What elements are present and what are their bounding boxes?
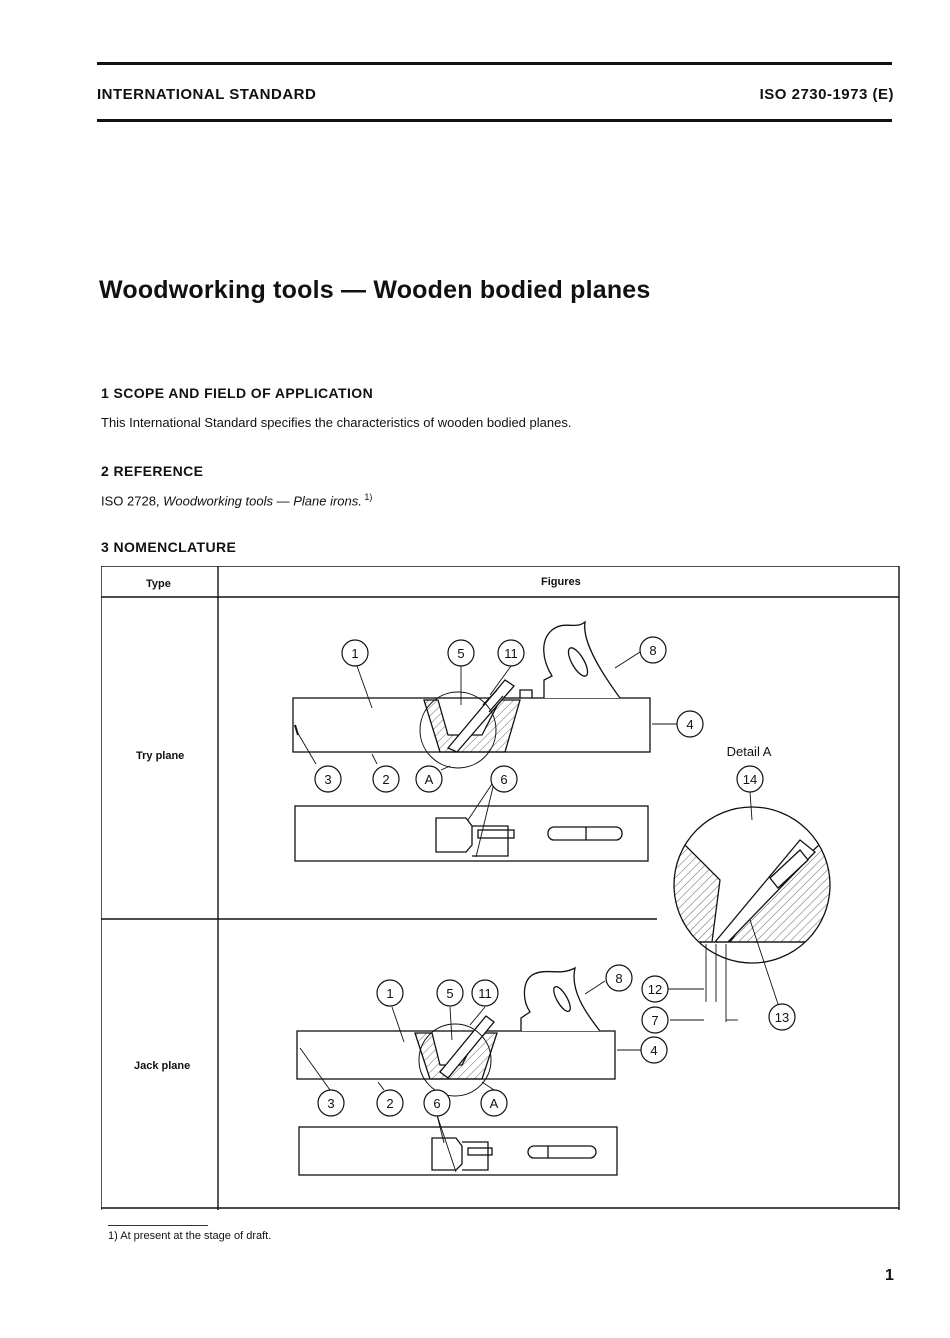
section-3-heading: 3 NOMENCLATURE [101, 539, 237, 555]
section-2-reference: ISO 2728, Woodworking tools — Plane iron… [101, 492, 372, 508]
jack-callout-6: 6 [433, 1096, 440, 1111]
try-plane-side-view [292, 620, 651, 769]
column-header-figures: Figures [541, 576, 581, 588]
section-1-text: This International Standard specifies th… [101, 415, 572, 430]
page-number: 1 [885, 1267, 894, 1284]
try-callout-a: A [425, 772, 434, 787]
table-grid [101, 566, 900, 1210]
callout-circle [423, 1089, 451, 1117]
callout-circle [490, 765, 518, 793]
callout-circle [736, 765, 764, 793]
header-left: INTERNATIONAL STANDARD [97, 86, 317, 103]
jack-callout-1: 1 [386, 986, 393, 1001]
callout-circle [372, 765, 400, 793]
reference-title: Woodworking tools — Plane irons. [163, 493, 362, 509]
try-callout-1: 1 [351, 646, 358, 661]
row-label-try-plane: Try plane [136, 750, 185, 762]
try-callout-4: 4 [686, 717, 693, 732]
footnote: 1) At present at the stage of draft. [108, 1230, 272, 1242]
detail-a-label: Detail A [727, 744, 772, 759]
nomenclature-table: Type Figures Try plane Jack plane [101, 566, 901, 1210]
document-title: Woodworking tools — Wooden bodied planes [99, 276, 651, 304]
jack-callout-a: A [490, 1096, 499, 1111]
section-1-heading: 1 SCOPE AND FIELD OF APPLICATION [101, 385, 374, 401]
jack-callout-2: 2 [386, 1096, 393, 1111]
callout-leaders [295, 651, 779, 1173]
jack-plane-top-view [298, 1126, 618, 1176]
callout-circle [768, 1003, 796, 1031]
try-plane-top-view [294, 805, 649, 862]
callout-circle [497, 639, 525, 667]
callout-circle [480, 1089, 508, 1117]
row-label-jack-plane: Jack plane [134, 1060, 191, 1072]
footnote-marker[interactable]: 1) [361, 492, 373, 502]
try-callout-6: 6 [500, 772, 507, 787]
detail-callout-14: 14 [743, 772, 757, 787]
callout-circle [641, 975, 669, 1003]
callout-circle [605, 964, 633, 992]
header-rule-top [97, 62, 892, 65]
try-callout-11: 11 [504, 646, 518, 661]
header-rule-bottom [97, 119, 892, 122]
column-header-type: Type [146, 578, 171, 590]
section-2-heading: 2 REFERENCE [101, 463, 204, 479]
callout-circle [415, 765, 443, 793]
callout-circle [317, 1089, 345, 1117]
detail-callout-12: 12 [648, 982, 662, 997]
jack-plane-side-view [296, 966, 616, 1097]
detail-callout-13: 13 [775, 1010, 789, 1025]
callout-circle [447, 639, 475, 667]
callout-circle [436, 979, 464, 1007]
callout-circle [314, 765, 342, 793]
reference-number: ISO 2728, [101, 493, 164, 509]
callout-circle [640, 1036, 668, 1064]
callout-circle [471, 979, 499, 1007]
jack-callout-11: 11 [478, 986, 492, 1001]
header-right: ISO 2730-1973 (E) [759, 86, 894, 103]
callout-circle [641, 1006, 669, 1034]
jack-callout-3: 3 [327, 1096, 334, 1111]
jack-callout-5: 5 [446, 986, 453, 1001]
detail-callout-7: 7 [651, 1013, 658, 1028]
try-callout-8: 8 [649, 643, 656, 658]
callout-circle [376, 1089, 404, 1117]
try-callout-3: 3 [324, 772, 331, 787]
jack-callout-4: 4 [650, 1043, 657, 1058]
callout-circle [676, 710, 704, 738]
footnote-rule [108, 1225, 208, 1226]
try-callout-5: 5 [457, 646, 464, 661]
callout-circle [341, 639, 369, 667]
callout-circle [376, 979, 404, 1007]
try-callout-2: 2 [382, 772, 389, 787]
callout-circle [639, 636, 667, 664]
jack-callout-8: 8 [615, 971, 622, 986]
